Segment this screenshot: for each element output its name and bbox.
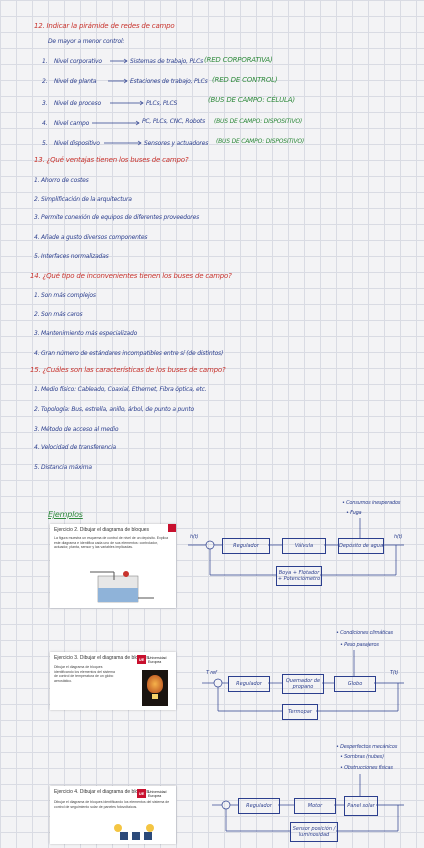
- tank-illustration: [90, 571, 154, 603]
- logo-text: Universidad Europea: [148, 655, 167, 664]
- d3-block-motor: Motor: [294, 798, 336, 814]
- level-4-net: (BUS DE CAMPO: DISPOSITIVO): [214, 118, 303, 125]
- d2-note-2: • Peso pasajeros: [340, 642, 379, 648]
- level-1-num: 1.: [42, 58, 48, 65]
- level-3-name: Nivel de proceso: [54, 100, 101, 107]
- d2-note-1: • Condiciones climáticas: [336, 630, 393, 636]
- q12-title: 12. Indicar la pirámide de redes de camp…: [34, 22, 175, 30]
- slide-3-title: Ejercicio 4. Dibujar el diagrama de bloq…: [54, 789, 150, 795]
- slide-1-body: La figura muestra un esquema de control …: [54, 536, 169, 549]
- q13-item-5: 5. Interfaces normalizadas: [34, 253, 109, 260]
- q14-item-4: 4. Gran número de estándares incompatibl…: [34, 350, 224, 357]
- d1-block-sensor: Boya + Flotador + Potenciómetro: [276, 566, 322, 586]
- level-2-name: Nivel de planta: [54, 78, 97, 85]
- d3-note-1: • Desperfectos mecánicos: [336, 744, 398, 750]
- level-2-net: (RED DE CONTROL): [212, 76, 278, 84]
- level-1-net: (RED CORPORATIVA): [204, 56, 273, 64]
- ue-logo-icon: UE: [137, 655, 146, 664]
- slide-2-body: Dibujar el diagrama de bloques identific…: [54, 665, 115, 683]
- d1-note-2: • Fuga: [346, 510, 362, 516]
- q14-item-1: 1. Son más complejos: [34, 292, 96, 299]
- d2-output: T(t): [390, 670, 399, 676]
- q15-title: 15. ¿Cuáles son las características de l…: [30, 366, 226, 374]
- level-3-num: 3.: [42, 100, 48, 107]
- q13-item-2: 2. Simplificación de la arquitectura: [34, 196, 132, 203]
- level-1-name: Nivel corporativo: [54, 58, 102, 65]
- d3-note-3: • Obstrucciones físicas: [340, 765, 393, 771]
- slide-1-title: Ejercicio 2. Dibujar el diagrama de bloq…: [54, 527, 150, 533]
- slide-exercise-2: Ejercicio 2. Dibujar el diagrama de bloq…: [50, 524, 176, 608]
- level-5-name: Nivel dispositivo: [54, 140, 100, 147]
- level-2-desc: Estaciones de trabajo, PLCs: [130, 78, 208, 85]
- d1-output: h(t): [394, 534, 403, 540]
- d1-block-tank: Depósito de agua: [338, 538, 384, 554]
- q14-item-2: 2. Son más caros: [34, 311, 83, 318]
- level-4-desc: PC, PLCs, CNC, Robots: [142, 118, 205, 125]
- solar-panels-illustration: [114, 824, 154, 840]
- level-2-num: 2.: [42, 78, 48, 85]
- level-5-net: (BUS DE CAMPO: DISPOSITIVO): [216, 138, 305, 145]
- level-1-desc: Sistemas de trabajo, PLCs: [130, 58, 204, 65]
- slide-2-title: Ejercicio 3. Dibujar el diagrama de bloq…: [54, 655, 150, 661]
- level-4-num: 4.: [42, 120, 48, 127]
- d3-block-sensor: Sensor posición / luminosidad: [290, 822, 338, 842]
- level-5-num: 5.: [42, 140, 48, 147]
- q15-item-1: 1. Medio físico: Cableado, Coaxial, Ethe…: [34, 386, 207, 393]
- d3-note-2: • Sombras (nubes): [340, 754, 384, 760]
- university-logo-2: UE Universidad Europea: [137, 789, 172, 798]
- q13-item-4: 4. Añade a gusto diversos componentes: [34, 234, 148, 241]
- d2-block-burner: Quemador de propano: [282, 674, 324, 694]
- q13-item-3: 3. Permite conexión de equipos de difere…: [34, 214, 199, 221]
- q13-item-1: 1. Ahorro de costes: [34, 177, 89, 184]
- d1-block-valve: Válvula: [282, 538, 326, 554]
- slide-accent: [168, 524, 176, 532]
- d1-note-1: • Consumos inesperados: [342, 500, 401, 506]
- slide-3-body: Dibujar el diagrama de bloques identific…: [54, 800, 170, 809]
- d2-block-sensor: Termopar: [282, 704, 318, 720]
- q14-item-3: 3. Mantenimiento más especializado: [34, 330, 138, 337]
- q15-item-5: 5. Distancia máxima: [34, 464, 92, 471]
- d2-block-balloon: Globo: [334, 676, 376, 692]
- d3-block-regulator: Regulador: [238, 798, 280, 814]
- d3-block-panel: Panel solar: [344, 796, 378, 816]
- level-5-desc: Sensores y actuadores: [144, 140, 209, 147]
- level-3-net: (BUS DE CAMPO: CÉLULA): [208, 96, 295, 104]
- slide-exercise-3: Ejercicio 3. Dibujar el diagrama de bloq…: [50, 652, 176, 710]
- university-logo: UE Universidad Europea: [137, 655, 172, 664]
- q12-subtitle: De mayor a menor control:: [48, 38, 125, 45]
- level-4-name: Nivel campo: [54, 120, 90, 127]
- balloon-image: [142, 670, 168, 706]
- level-3-desc: PLCs, PLCS: [146, 100, 178, 107]
- examples-title: Ejemplos: [48, 510, 83, 519]
- q13-title: 13. ¿Qué ventajas tienen los buses de ca…: [34, 156, 189, 164]
- d2-block-regulator: Regulador: [228, 676, 270, 692]
- q15-item-2: 2. Topología: Bus, estrella, anillo, árb…: [34, 406, 194, 413]
- d2-input: T ref: [206, 670, 217, 676]
- logo-text-2: Universidad Europea: [148, 789, 167, 798]
- d1-block-regulator: Regulador: [222, 538, 270, 554]
- q14-title: 14. ¿Qué tipo de inconvenientes tienen l…: [30, 272, 232, 280]
- q15-item-3: 3. Método de acceso al medio: [34, 426, 119, 433]
- ue-logo-icon: UE: [137, 789, 146, 798]
- slide-exercise-4: Ejercicio 4. Dibujar el diagrama de bloq…: [50, 786, 176, 844]
- q15-item-4: 4. Velocidad de transferencia: [34, 444, 117, 451]
- d1-input: h(t): [190, 534, 199, 540]
